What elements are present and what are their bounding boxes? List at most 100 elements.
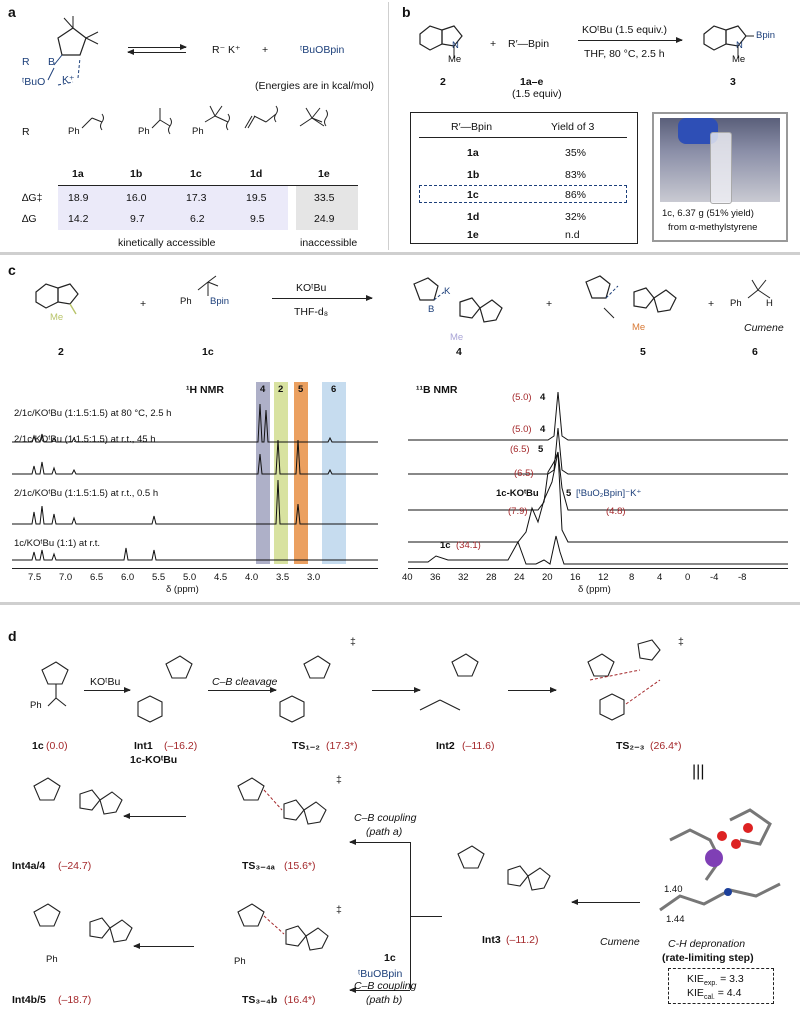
h-nmr-title: ¹H NMR <box>186 384 224 396</box>
d-3d-model <box>659 808 781 912</box>
d-arrow-path-a <box>349 839 410 845</box>
c-1c-ph: Ph <box>180 296 192 307</box>
d-ts34b-name: TS₃₋₄b <box>242 994 278 1006</box>
yield-table-rule <box>419 137 627 138</box>
d-dep-2: (rate-limiting step) <box>662 952 754 964</box>
c-cmpd4-b: B <box>428 304 435 315</box>
r-1b-ph: Ph <box>138 126 150 137</box>
kie-exp: KIEexp. = 3.3 <box>687 973 744 988</box>
d-ts23-dagger: ‡ <box>678 636 684 648</box>
h-tick-7.0: 7.0 <box>59 572 73 583</box>
h-tick-4.5: 4.5 <box>214 572 228 583</box>
c-cmpd4-structure <box>413 277 503 323</box>
b-nmr-title: ¹¹B NMR <box>416 384 458 396</box>
d-int1-alt: 1c-KOᵗBu <box>130 754 178 766</box>
c-cumene-h: H <box>766 298 773 309</box>
yield-row-4-cmpd: 1d <box>467 211 480 223</box>
b-tick-20: 20 <box>542 572 553 583</box>
band-4-label: 4 <box>260 384 266 395</box>
h-tick-6.0: 6.0 <box>121 572 135 583</box>
yield-table-header-yield: Yield of 3 <box>551 121 595 133</box>
d-arrow-1 <box>84 687 131 693</box>
ts-tbuo-label: ᵗBuO <box>22 76 46 88</box>
b-plus: + <box>490 38 497 50</box>
b-tick-12: 12 <box>598 572 609 583</box>
c-1c-bpin: Bpin <box>210 296 230 307</box>
cmpd-1b: 1b <box>130 168 143 180</box>
c-1c-structure <box>197 275 219 296</box>
c-cmpd-2: 2 <box>58 346 64 358</box>
b-conditions-top: KOᵗBu (1.5 equiv.) <box>582 24 667 36</box>
cmpd-1d: 1d <box>250 168 263 180</box>
c-plus-3: + <box>708 298 715 310</box>
d-reagent-1c: 1c <box>384 952 396 964</box>
dg-1c: 6.2 <box>190 213 205 225</box>
c-cumene-label: Cumene <box>744 322 784 334</box>
d-int1-energy: (–16.2) <box>164 740 198 752</box>
d-cumene: Cumene <box>600 936 640 948</box>
kie-box: KIEexp. = 3.3 KIEcal. = 4.4 <box>668 968 774 1004</box>
dg-1a: 14.2 <box>68 213 89 225</box>
b-axis-label: δ (ppm) <box>578 584 611 595</box>
d-ts23-name: TS₂₋₃ <box>616 740 645 752</box>
d-path-b-1: C–B coupling <box>354 980 417 992</box>
d-ts34a-dagger: ‡ <box>336 774 342 786</box>
b-peak-8-value: (34.1) <box>456 540 481 551</box>
dg-1e: 24.9 <box>314 213 335 225</box>
d-arrow-path-b <box>349 987 410 993</box>
inaccessible: inaccessible <box>300 237 358 249</box>
c-indole-structure <box>35 283 79 315</box>
band-2-label: 2 <box>278 384 284 395</box>
yield-table-header-reagent: R′—Bpin <box>451 121 493 133</box>
yield-highlight-1c <box>419 185 627 203</box>
c-conditions-top: KOᵗBu <box>296 282 327 294</box>
d-int2-name: Int2 <box>436 740 455 752</box>
c-cmpd5-me: Me <box>632 322 646 333</box>
d-int3-structure <box>457 845 551 891</box>
separator-2 <box>0 602 800 605</box>
d-arrow-to-int4b <box>133 943 194 949</box>
b-peak-2-cmpd: 4 <box>540 424 546 435</box>
b-tick-16: 16 <box>570 572 581 583</box>
d-ts12-energy: (17.3*) <box>326 740 358 752</box>
d-ts34b-dagger: ‡ <box>336 904 342 916</box>
dg-1d: 9.5 <box>250 213 265 225</box>
h-tick-3.0: 3.0 <box>307 572 321 583</box>
b-product-bpin: Bpin <box>756 30 776 41</box>
b-peak-3-cmpd: 5 <box>538 444 544 455</box>
d-int4b-ph: Ph <box>46 954 58 965</box>
b-peak-3: (6.5) <box>510 444 530 455</box>
d-int2-energy: (–11.6) <box>462 740 495 752</box>
d-ts34a-energy: (15.6*) <box>284 860 316 872</box>
panel-c-label: c <box>8 262 16 278</box>
dgts-1d: 19.5 <box>246 192 267 204</box>
d-path-a-2: (path a) <box>366 826 403 838</box>
d-dist-2: 1.44 <box>666 914 685 925</box>
b-peak-4: (6.5) <box>514 468 534 479</box>
yield-row-5-value: n.d <box>565 229 580 241</box>
d-int1-name: Int1 <box>134 740 153 752</box>
b-reagent: R′—Bpin <box>508 38 550 50</box>
product-3-structure <box>703 25 754 58</box>
b-tick-m4: -4 <box>710 572 719 583</box>
c-cumene-ph: Ph <box>730 298 742 309</box>
dgts-1c: 17.3 <box>186 192 207 204</box>
b-cmpd-3: 3 <box>730 76 736 88</box>
eq-plus: + <box>262 44 269 56</box>
b-cmpd-2: 2 <box>440 76 446 88</box>
r-group-label: R <box>22 126 30 138</box>
d-path-b-2: (path b) <box>366 994 403 1006</box>
h-tick-4.0: 4.0 <box>245 572 259 583</box>
d-int3-energy: (–11.2) <box>506 934 539 946</box>
h-tick-5.0: 5.0 <box>183 572 197 583</box>
d-arrow-3 <box>372 687 421 693</box>
energy-note: (Energies are in kcal/mol) <box>255 80 375 92</box>
b-n-label: N <box>452 40 459 51</box>
ts-k-label: K⁺ <box>62 74 75 86</box>
panel-a-label: a <box>8 4 16 20</box>
band-6 <box>322 382 346 564</box>
b-tick-28: 28 <box>486 572 497 583</box>
d-equivalence-mark: ||| <box>692 763 705 780</box>
b-conditions-bottom: THF, 80 °C, 2.5 h <box>584 48 665 60</box>
kinetically-accessible: kinetically accessible <box>118 237 216 249</box>
